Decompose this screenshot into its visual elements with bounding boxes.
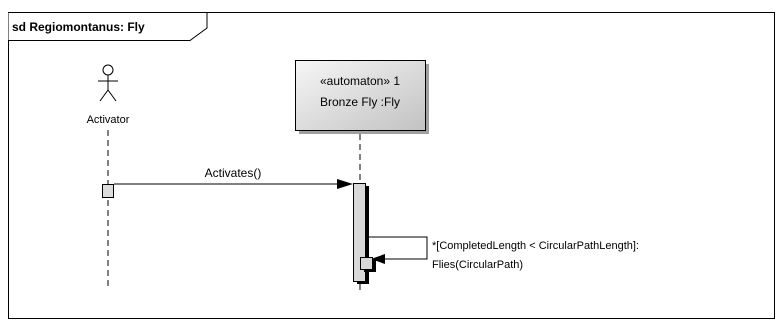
actor-activation-box — [102, 184, 114, 198]
self-message-line — [366, 236, 428, 260]
lifeline-name: Bronze Fly :Fly — [320, 95, 400, 109]
actor-name: Activator — [87, 114, 130, 126]
self-message-guard: *[CompletedLength < CircularPathLength]: — [432, 240, 639, 252]
frame-title: sd Regiomontanus: Fly — [12, 20, 145, 34]
self-message-arrowhead — [371, 254, 385, 264]
lifeline-stereotype: «automaton» 1 — [320, 74, 400, 88]
message-activates-arrowhead — [337, 179, 353, 189]
diagram-frame — [8, 12, 775, 319]
nested-execution-spec — [360, 257, 373, 270]
self-message-call: Flies(CircularPath) — [432, 259, 523, 271]
lifeline-header-box — [295, 60, 426, 131]
actor-icon — [98, 64, 118, 102]
message-activates-label: Activates() — [205, 166, 262, 180]
frame-title-tab — [8, 12, 208, 41]
